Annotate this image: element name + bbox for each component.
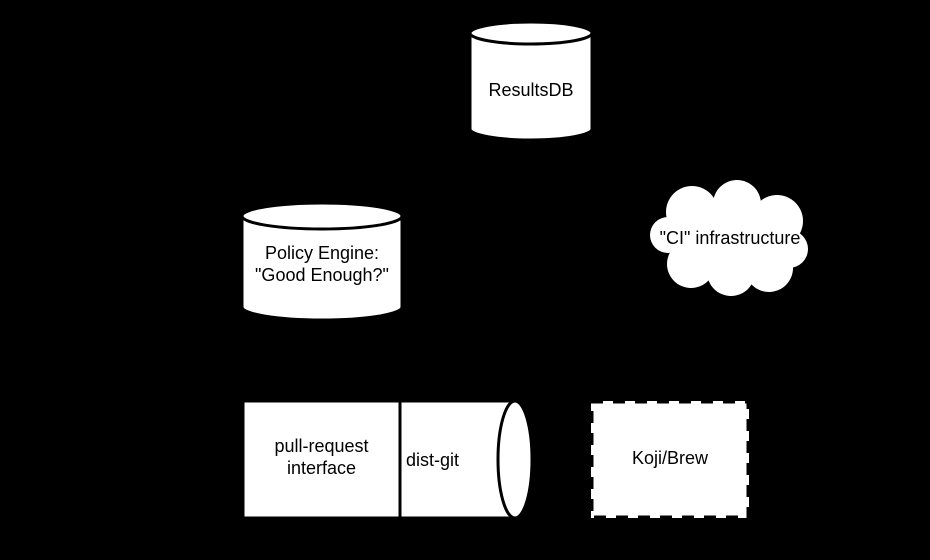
resultsdb-label: ResultsDB — [488, 80, 574, 100]
dist-git-label: dist-git — [406, 450, 460, 470]
dist-git-cylinder-shape — [398, 399, 534, 520]
policy-engine-label: Policy Engine: "Good Enough?" — [242, 242, 402, 286]
pull-request-interface-label-line1: pull-request — [274, 436, 369, 456]
pull-request-interface-label-line2: interface — [286, 458, 357, 478]
koji-brew-label: Koji/Brew — [631, 448, 709, 468]
policy-engine-label-line2: "Good Enough?" — [255, 265, 389, 285]
policy-engine-cylinder-shape — [240, 201, 404, 322]
pull-request-interface-label: pull-request interface — [243, 435, 400, 479]
policy-engine-label-line1: Policy Engine: — [264, 243, 380, 263]
pull-request-interface-box-shape — [241, 399, 402, 520]
ci-cloud-shape — [650, 180, 808, 296]
ci-infrastructure-label: "CI" infrastructure — [659, 228, 801, 248]
resultsdb-cylinder-shape — [468, 20, 594, 142]
koji-brew-box-shape — [588, 398, 752, 521]
